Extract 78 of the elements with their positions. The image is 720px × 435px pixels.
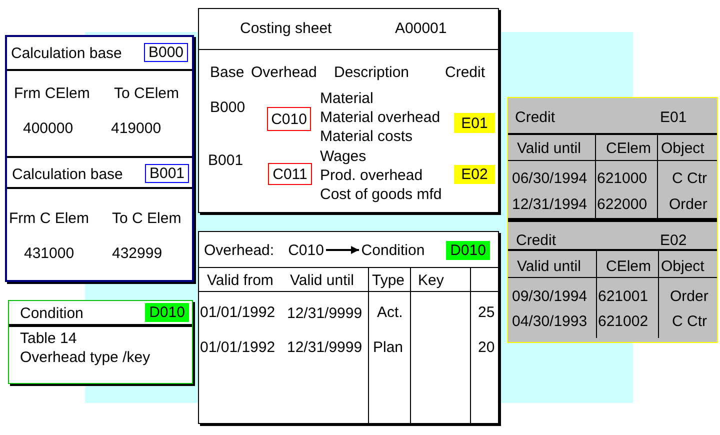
panel [198, 231, 499, 424]
table-cell: Order [669, 196, 708, 212]
table-cell: 621000 [597, 170, 648, 186]
panel-title: Condition [20, 304, 84, 322]
column-header: To CElem [114, 84, 180, 102]
table-cell: C Ctr [672, 312, 707, 330]
table-cell: 621002 [598, 312, 648, 330]
description-text: Overhead type /key [20, 348, 150, 366]
table-cell: 04/30/1993 [512, 312, 588, 330]
column-header: CElem [606, 258, 652, 274]
condition-label: Condition [359, 241, 427, 259]
panel [198, 8, 499, 213]
table-cell: 431000 [24, 244, 74, 262]
table-cell: 09/30/1994 [512, 288, 588, 304]
column-header: Frm C Elem [9, 210, 89, 226]
code-tag: C010 [267, 107, 311, 131]
table-cell: 06/30/1994 [512, 170, 588, 186]
table-cell: Act. [377, 304, 403, 320]
highlighted-code: E01 [454, 113, 495, 133]
column-header: Valid until [290, 272, 354, 288]
column-header: Type [372, 272, 405, 288]
column-header: Frm CElem [14, 84, 90, 102]
description-text: Table 14 [20, 330, 77, 346]
description-text: Material costs [320, 128, 413, 144]
table-cell: 432999 [112, 244, 162, 262]
column-header: To C Elem [112, 210, 182, 226]
code-tag: B000 [144, 43, 188, 62]
table-cell: 621001 [598, 288, 648, 304]
panel-title: Calculation base [11, 44, 122, 62]
description-text: Material [320, 90, 374, 106]
description-text: Material overhead [320, 108, 440, 126]
column-header: Key [418, 272, 444, 288]
table-cell: Order [670, 288, 708, 304]
table-cell: B001 [208, 152, 244, 168]
column-header: Valid until [517, 258, 581, 274]
table-cell: B000 [210, 98, 246, 116]
panel [5, 35, 194, 282]
column-header: Object [661, 140, 704, 156]
column-header: Credit [445, 64, 486, 80]
table-cell: 12/31/9999 [287, 304, 362, 322]
table-cell: C Ctr [672, 170, 707, 186]
highlighted-code: D010 [145, 303, 189, 322]
column-header: Object [661, 258, 704, 274]
arrow [326, 246, 359, 254]
table-cell: 419000 [111, 120, 162, 136]
table-cell: Plan [373, 338, 404, 356]
code-tag: B001 [145, 164, 189, 183]
highlighted-code: E02 [454, 165, 495, 184]
column-header: Overhead [251, 64, 317, 80]
description-text: Prod. overhead [320, 166, 423, 184]
table-cell: 01/01/1992 [200, 304, 276, 320]
table-cell: 12/31/1994 [512, 196, 588, 212]
table-cell: 20 [478, 338, 495, 356]
table-cell: 400000 [23, 120, 74, 136]
column-header: Base [210, 64, 244, 80]
credit-code: E01 [660, 108, 687, 126]
table-cell: 12/31/9999 [287, 338, 362, 356]
column-header: Description [334, 64, 410, 80]
code-tag: C011 [268, 163, 312, 185]
panel-title: Overhead: [204, 242, 274, 258]
panel [8, 300, 193, 384]
table-cell: 01/01/1992 [200, 338, 276, 356]
panel-title: Calculation base [12, 166, 123, 182]
panel [507, 97, 718, 343]
column-header: Valid until [517, 140, 581, 156]
description-text: Cost of goods mfd [320, 186, 442, 202]
highlighted-code: D010 [446, 241, 490, 260]
document-number: A00001 [395, 20, 447, 36]
column-header: Valid from [207, 272, 274, 288]
column-header: CElem [606, 140, 652, 156]
panel-title: Credit [515, 108, 556, 126]
panel-title: Costing sheet [240, 20, 332, 36]
table-cell: 622000 [597, 196, 648, 212]
panel-title: Credit [516, 232, 556, 248]
description-text: Wages [320, 148, 366, 164]
code-label: C010 [286, 241, 326, 259]
table-cell: 25 [478, 304, 495, 320]
credit-code: E02 [660, 232, 687, 248]
